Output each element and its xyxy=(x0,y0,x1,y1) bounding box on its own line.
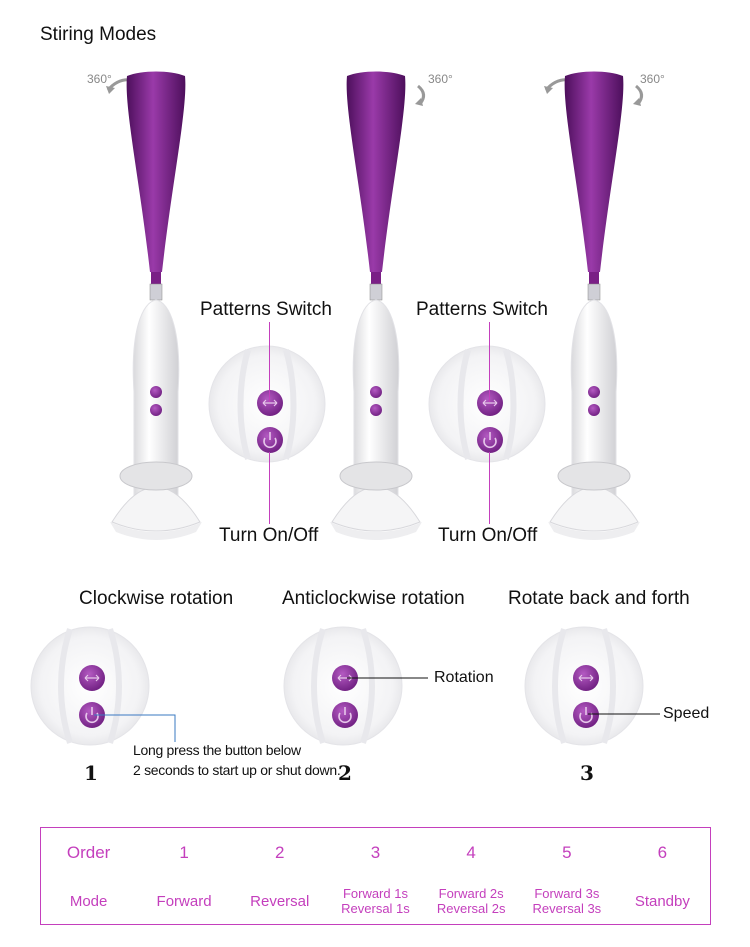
patterns-switch-label-1: Patterns Switch xyxy=(200,299,332,320)
zoom-circle-controls-1 xyxy=(208,345,326,463)
patterns-switch-label-2: Patterns Switch xyxy=(416,299,548,320)
mode-cell-line2: Reversal 1s xyxy=(341,901,410,916)
device-anticlockwise xyxy=(330,71,425,540)
mode-cell-line2: Reversal 3s xyxy=(532,901,602,916)
mode-cell: Forward xyxy=(156,892,212,910)
note-line-2: 2 seconds to start up or shut down. xyxy=(133,762,341,778)
device-clockwise xyxy=(106,71,202,540)
table-row-order: Order 1 2 3 4 5 6 xyxy=(41,828,711,879)
pattern-button-small xyxy=(150,386,162,398)
mode-cell: Forward 1s Reversal 1s xyxy=(328,878,424,925)
mode-cell: Standby xyxy=(634,892,690,910)
rotation-label-2: 360° xyxy=(428,72,453,86)
zoom-circle-controls-2 xyxy=(428,345,546,463)
page-title: Stiring Modes xyxy=(40,24,157,45)
speed-label: Speed xyxy=(663,705,710,722)
mode-cell-line2: Reversal 2s xyxy=(436,901,506,916)
mode-header: Mode xyxy=(69,892,108,910)
mode-circle-3 xyxy=(524,626,644,746)
mode-caption-2: Anticlockwise rotation xyxy=(282,588,465,609)
mode-cell: Reversal xyxy=(250,892,310,910)
pattern-button-small xyxy=(370,386,382,398)
mode-number-1: 1 xyxy=(84,761,98,785)
white-handle xyxy=(132,299,180,503)
order-cell: 6 xyxy=(657,843,668,862)
turn-on-off-label-2: Turn On/Off xyxy=(438,525,538,546)
purple-head xyxy=(126,71,186,272)
mode-number-2: 2 xyxy=(338,761,352,785)
rotation-label-1: 360° xyxy=(87,72,112,86)
mode-circle-2 xyxy=(283,626,403,746)
pattern-button-small xyxy=(588,386,600,398)
white-handle xyxy=(352,299,400,503)
mode-cell-line1: Forward 3s xyxy=(534,886,600,901)
mode-cell: Forward 2s Reversal 2s xyxy=(423,878,519,925)
table-row-mode: Mode Forward Reversal Forward 1s Reversa… xyxy=(41,878,711,925)
power-button-small xyxy=(370,404,382,416)
mode-cell: Forward 3s Reversal 3s xyxy=(519,878,615,925)
note-line-1: Long press the button below xyxy=(133,742,301,758)
order-cell: 2 xyxy=(275,843,285,862)
rotation-label-3: 360° xyxy=(640,72,665,86)
device-back-and-forth xyxy=(544,71,643,540)
order-cell: 4 xyxy=(466,843,476,862)
power-button-small xyxy=(150,404,162,416)
purple-head xyxy=(346,71,406,272)
mode-caption-3: Rotate back and forth xyxy=(508,588,690,609)
order-cell: 1 xyxy=(179,843,189,862)
white-handle xyxy=(570,299,618,503)
turn-on-off-label-1: Turn On/Off xyxy=(219,525,319,546)
mode-number-3: 3 xyxy=(580,761,594,785)
purple-head xyxy=(564,71,624,272)
mode-circle-1 xyxy=(30,626,150,746)
mode-order-table: Order 1 2 3 4 5 6 Mode Forward Reversal … xyxy=(40,827,711,925)
order-header: Order xyxy=(66,843,111,862)
mode-caption-1: Clockwise rotation xyxy=(79,588,234,609)
order-cell: 5 xyxy=(562,843,572,862)
power-button-small xyxy=(588,404,600,416)
mode-cell-line1: Forward 1s xyxy=(342,886,408,901)
rotation-label: Rotation xyxy=(434,669,494,686)
order-cell: 3 xyxy=(370,843,381,862)
mode-cell-line1: Forward 2s xyxy=(438,886,504,901)
